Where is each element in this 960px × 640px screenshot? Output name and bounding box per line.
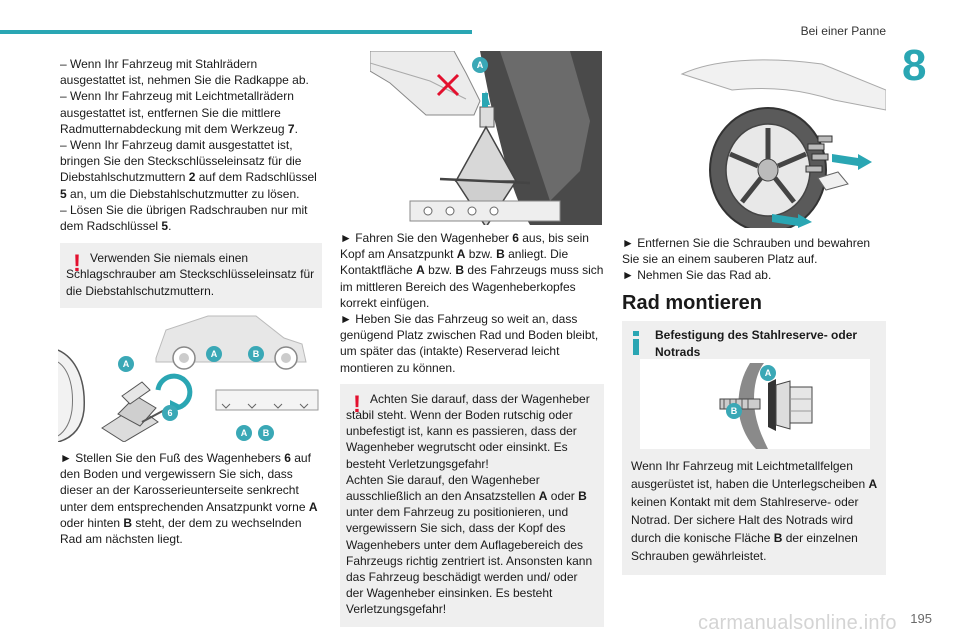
paragraph-position-jack: ► Stellen Sie den Fuß des Wagenhebers 6 …: [60, 451, 318, 547]
warning-box-jack-stability: ! Achten Sie darauf, dass der Wagenheber…: [340, 383, 604, 627]
figure-jack-head: A: [370, 51, 602, 225]
paragraph-remove-bolts: ► Entfernen Sie die Schrauben und bewahr…: [622, 236, 871, 267]
paragraph-steel-wheels: – Wenn Ihr Fahrzeug mit Stahlrädern ausg…: [60, 57, 309, 88]
watermark: carmanualsonline.info: [698, 612, 897, 634]
figure-label-a: A: [765, 368, 772, 378]
jack-head-illustration: A: [370, 51, 602, 225]
section-title: Bei einer Panne: [800, 24, 886, 38]
figure-label-a: A: [123, 359, 130, 369]
figure-label-6: 6: [167, 408, 172, 418]
figure-label-b: B: [731, 406, 738, 416]
paragraph-extend-jack: ► Fahren Sie den Wagenheber 6 aus, bis s…: [340, 231, 604, 310]
bolt-illustration: A B: [640, 359, 870, 449]
paragraph-anti-theft: – Wenn Ihr Fahrzeug damit ausgestattet i…: [60, 138, 317, 201]
column-3: ► Entfernen Sie die Schrauben und bewahr…: [622, 235, 886, 284]
column-1: – Wenn Ihr Fahrzeug mit Stahlrädern ausg…: [60, 56, 322, 308]
info-box-body: Wenn Ihr Fahrzeug mit Leichtmetallfelgen…: [631, 459, 878, 563]
warning-text-stability: Achten Sie darauf, dass der Wagenheber s…: [346, 391, 590, 471]
paragraph-alloy-wheels: – Wenn Ihr Fahrzeug mit Leichtmetallräde…: [60, 89, 298, 136]
chapter-number: 8: [902, 41, 927, 90]
paragraph-loosen-bolts: – Lösen Sie die übrigen Radschrauben nur…: [60, 202, 308, 234]
info-icon: [633, 331, 639, 355]
warning-box-impact-wrench: ! Verwenden Sie niemals einen Schlagschr…: [60, 243, 322, 308]
info-box-spare-wheel: Befestigung des Stahlreserve- oder Notra…: [622, 321, 886, 575]
figure-bolt-washer: A B: [640, 359, 870, 449]
header-accent-bar: [0, 30, 472, 34]
figure-jack-points: A B A 6 A B: [58, 310, 320, 442]
wheel-removal-illustration: [680, 59, 886, 228]
figure-label-b: B: [253, 349, 260, 359]
figure-label-b: B: [263, 428, 270, 438]
warning-icon: !: [73, 250, 81, 278]
paragraph-remove-wheel: ► Nehmen Sie das Rad ab.: [622, 268, 772, 283]
warning-icon: !: [353, 390, 361, 418]
section-heading-mount-wheel: Rad montieren: [622, 292, 763, 314]
figure-wheel-removal: [622, 50, 886, 228]
figure-label-a: A: [477, 60, 484, 70]
page-number: 195: [910, 611, 932, 626]
figure-label-a: A: [211, 349, 218, 359]
paragraph-raise-vehicle: ► Heben Sie das Fahrzeug so weit an, das…: [340, 312, 599, 375]
jack-points-illustration: A B A 6 A B: [58, 315, 319, 442]
warning-text: Verwenden Sie niemals einen Schlagschrau…: [66, 251, 315, 298]
column-2: ► Fahren Sie den Wagenheber 6 aus, bis s…: [340, 230, 604, 627]
figure-label-a: A: [241, 428, 248, 438]
warning-text-positioning: Achten Sie darauf, den Wagenheber aussch…: [346, 472, 593, 617]
info-box-title: Befestigung des Stahlreserve- oder Notra…: [655, 328, 858, 359]
